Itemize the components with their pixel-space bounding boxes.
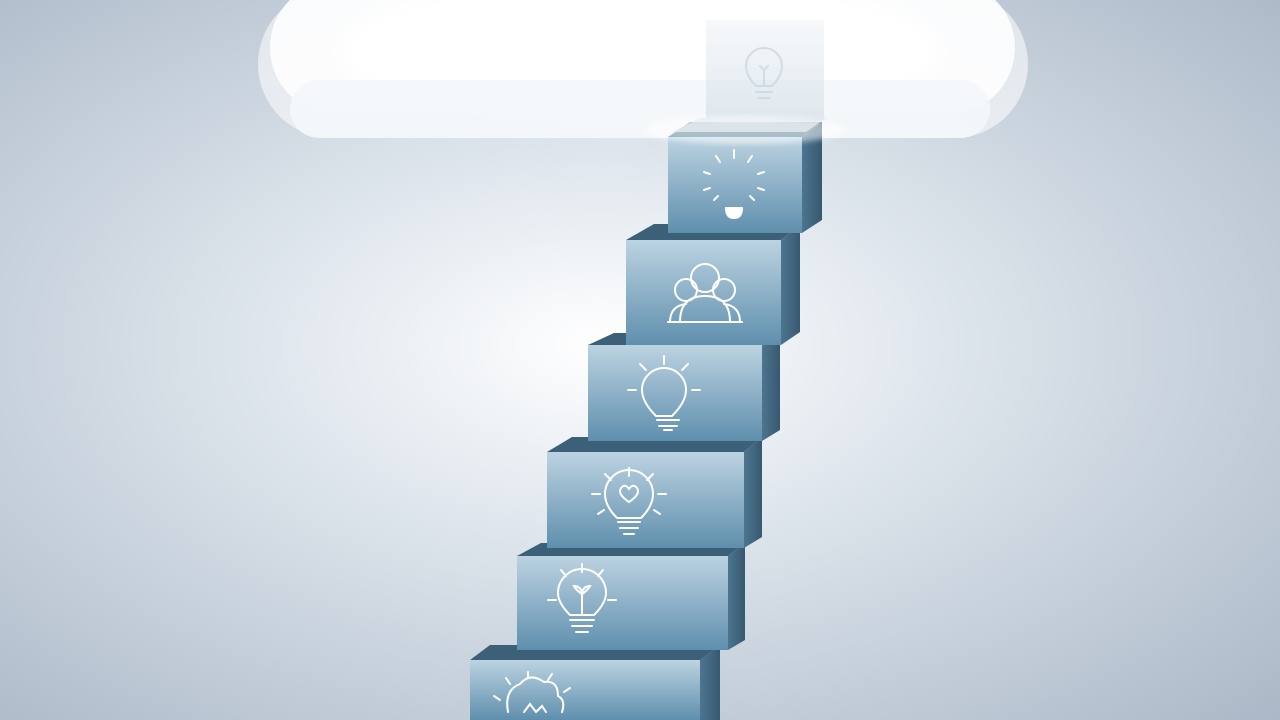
step-1 bbox=[470, 645, 720, 720]
heart-bulb-icon bbox=[591, 467, 667, 535]
glowing-bulb-icon bbox=[703, 149, 765, 220]
plant-bulb-icon bbox=[547, 563, 617, 633]
team-icon bbox=[667, 263, 743, 323]
step-4 bbox=[588, 333, 780, 441]
step-5 bbox=[626, 224, 800, 345]
cloud-bulb-icon bbox=[493, 671, 571, 713]
faded-bulb-icon bbox=[744, 47, 784, 99]
cloud bbox=[258, 0, 1028, 138]
lightbulb-icon bbox=[627, 355, 701, 431]
step-2 bbox=[517, 543, 745, 650]
staircase bbox=[470, 20, 845, 720]
step-3 bbox=[547, 437, 762, 548]
